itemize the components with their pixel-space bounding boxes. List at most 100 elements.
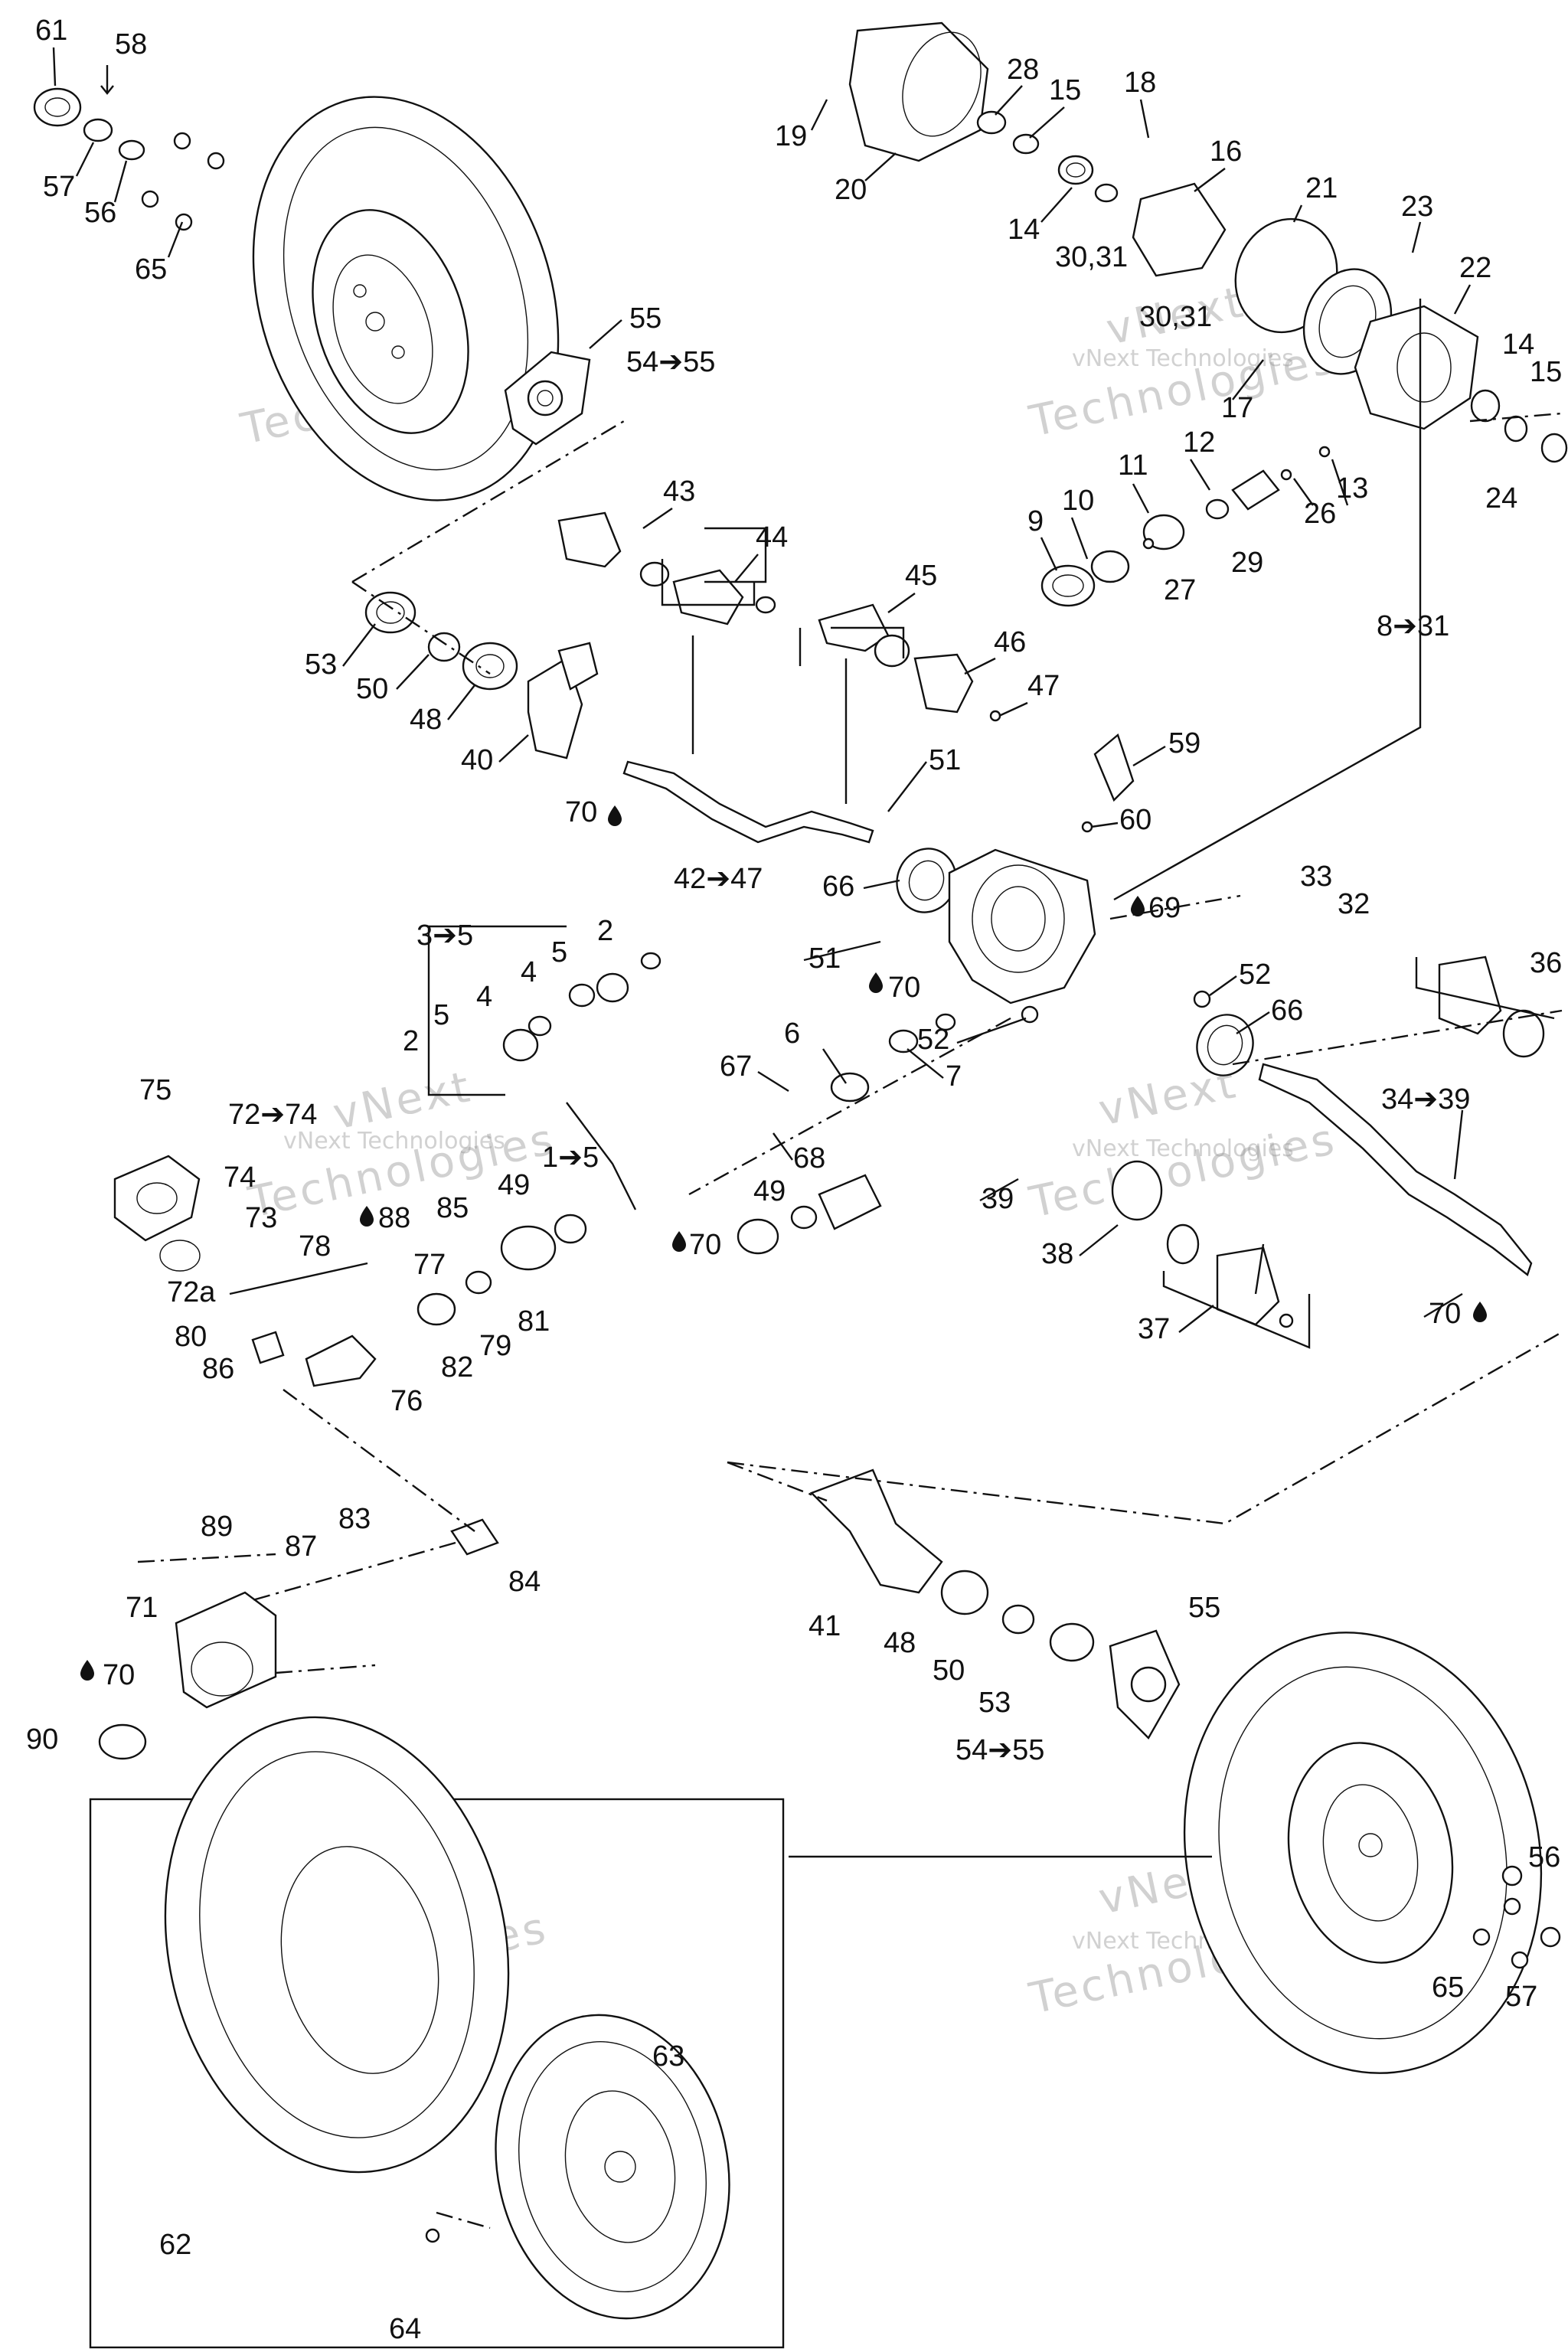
callout-30-31-b: 30,31 (1139, 301, 1212, 333)
callout-65-b: 65 (1432, 1971, 1464, 2004)
callout-28: 28 (1007, 54, 1039, 86)
callout-74: 74 (224, 1161, 256, 1194)
callout-6: 6 (784, 1018, 800, 1050)
callout-22: 22 (1459, 252, 1491, 284)
callout-68: 68 (793, 1142, 825, 1174)
callout-70-a: 70 (565, 796, 597, 828)
output-shaft-parts (251, 1214, 587, 1387)
callout-54-55-b: 54➔55 (956, 1734, 1044, 1766)
callout-76: 76 (390, 1385, 423, 1417)
callout-27: 27 (1164, 574, 1196, 606)
inset-rim (425, 2014, 730, 2320)
callout-18: 18 (1124, 67, 1156, 99)
callout-82: 82 (441, 1351, 473, 1383)
callout-50-b: 50 (933, 1655, 965, 1687)
callout-72a: 72a (167, 1276, 216, 1308)
callout-45: 45 (905, 560, 937, 592)
hub-nut-parts-top-left (33, 65, 225, 231)
callout-1-5: 1➔5 (542, 1142, 599, 1174)
callout-50: 50 (356, 673, 388, 705)
callout-14-b: 14 (1502, 328, 1534, 361)
left-drive-shaft (622, 760, 957, 913)
callout-88: 88 (378, 1202, 410, 1234)
callout-55-b: 55 (1188, 1592, 1220, 1624)
callout-71: 71 (126, 1592, 158, 1624)
callout-79: 79 (479, 1330, 511, 1362)
callout-41: 41 (808, 1610, 841, 1642)
callout-83: 83 (338, 1503, 371, 1535)
callout-77: 77 (413, 1249, 446, 1281)
callout-52-b: 52 (917, 1024, 949, 1056)
callout-56-b: 56 (1528, 1841, 1560, 1873)
inset-tire (164, 1716, 510, 2174)
callout-75: 75 (139, 1074, 172, 1106)
callout-52: 52 (1239, 959, 1271, 991)
callout-70-b: 70 (888, 972, 920, 1004)
callout-labels: 61 58 57 56 65 55 54➔55 19 20 28 15 18 1… (26, 15, 1562, 2345)
svg-text:vNext Technologies: vNext Technologies (1072, 1135, 1294, 1162)
callout-81: 81 (518, 1305, 550, 1338)
differential-ring-gear (1132, 182, 1393, 375)
callout-38: 38 (1041, 1238, 1073, 1270)
callout-60: 60 (1119, 804, 1152, 836)
callout-49-b: 49 (753, 1175, 786, 1207)
leader-lines (52, 47, 1472, 1333)
pinion-shaft-parts (1040, 446, 1331, 607)
right-boot-parts (1111, 956, 1545, 1328)
callout-49: 49 (498, 1169, 530, 1201)
callout-53-b: 53 (978, 1687, 1011, 1719)
callout-16: 16 (1210, 136, 1242, 168)
callout-57: 57 (43, 171, 75, 203)
dashed-connectors (137, 412, 1563, 2230)
callout-66: 66 (822, 871, 854, 903)
oil-drop-icons (80, 805, 1487, 1681)
callout-85: 85 (436, 1192, 469, 1224)
right-drive-shaft (1196, 1014, 1533, 1276)
callout-36: 36 (1530, 947, 1562, 979)
callout-59: 59 (1168, 727, 1200, 760)
callout-4-b: 4 (476, 981, 492, 1013)
differential-housing (1354, 305, 1568, 463)
callout-10: 10 (1062, 485, 1094, 517)
callout-43: 43 (663, 475, 695, 508)
callout-58: 58 (115, 28, 147, 60)
callout-40: 40 (461, 744, 493, 776)
callout-5-b: 5 (433, 999, 449, 1031)
callout-2: 2 (597, 915, 613, 947)
gear-case-cover (848, 21, 1119, 203)
callout-3-5: 3➔5 (416, 920, 473, 952)
callout-46: 46 (994, 626, 1026, 658)
callout-67: 67 (720, 1050, 752, 1083)
callout-7: 7 (946, 1060, 962, 1093)
callout-65: 65 (135, 253, 167, 286)
callout-13: 13 (1336, 472, 1368, 505)
callout-2-b: 2 (403, 1025, 419, 1057)
callout-72-74: 72➔74 (228, 1099, 317, 1131)
wheel-hub-flange-top (504, 351, 591, 446)
callout-53: 53 (305, 648, 337, 681)
callout-70-e: 70 (103, 1659, 135, 1691)
callout-21: 21 (1305, 172, 1338, 204)
callout-24: 24 (1485, 482, 1517, 514)
callout-32: 32 (1338, 888, 1370, 920)
callout-69: 69 (1148, 892, 1181, 924)
callout-55: 55 (629, 302, 662, 335)
svg-text:Technologies: Technologies (1024, 1114, 1341, 1228)
callout-86: 86 (202, 1353, 234, 1385)
callout-26: 26 (1304, 498, 1336, 530)
callout-19: 19 (775, 120, 807, 152)
callout-73: 73 (245, 1202, 277, 1234)
callout-4: 4 (521, 956, 537, 988)
callout-17: 17 (1221, 392, 1253, 424)
callout-80: 80 (175, 1321, 207, 1353)
callout-48: 48 (410, 704, 442, 736)
front-differential (948, 733, 1211, 1024)
callout-70-d: 70 (1429, 1298, 1461, 1330)
left-boot-parts (557, 511, 1001, 722)
callout-56: 56 (84, 197, 116, 229)
shift-mechanism (113, 1155, 368, 1295)
callout-12: 12 (1183, 426, 1215, 459)
callout-54-55: 54➔55 (626, 346, 715, 378)
callout-42-47: 42➔47 (674, 863, 763, 895)
